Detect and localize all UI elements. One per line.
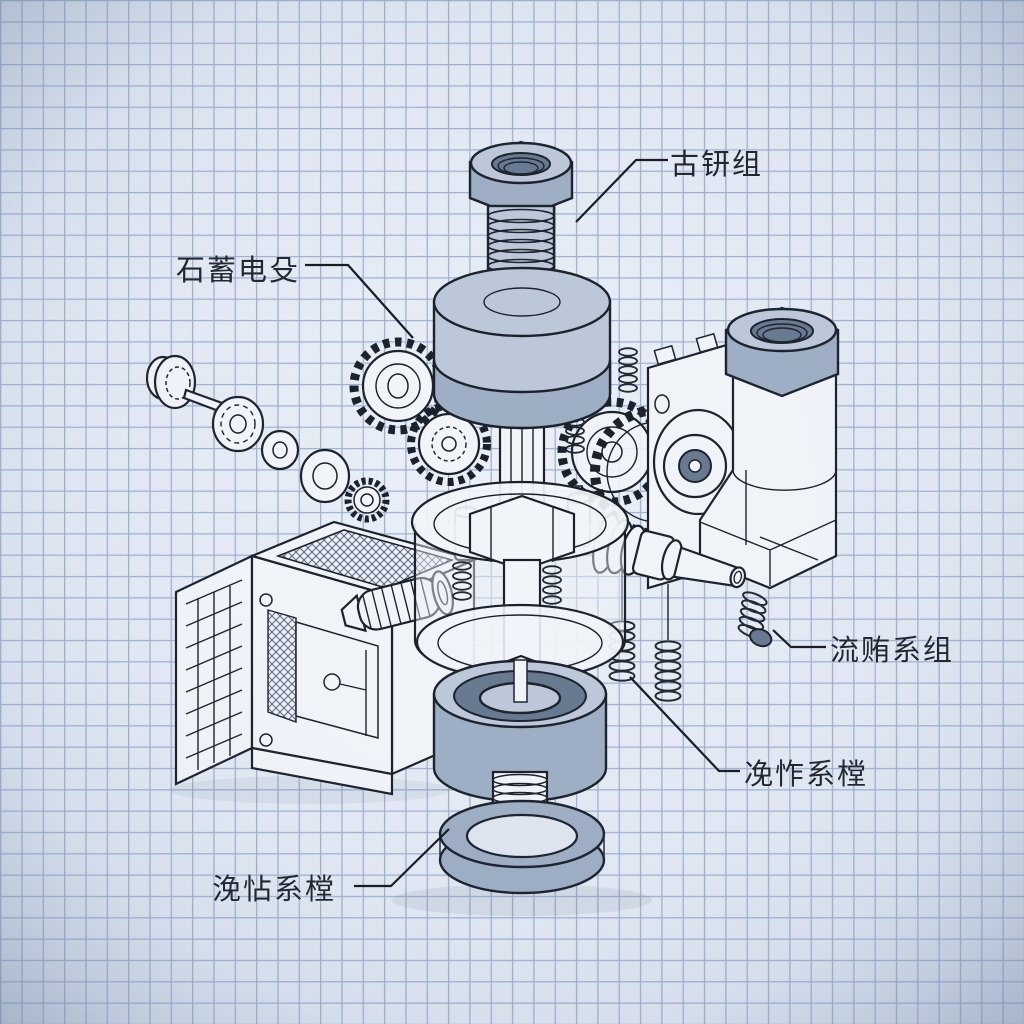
part-label-mid-right: 流贿系组 <box>830 635 955 667</box>
part-label-bottom-left: 浼怗系樘 <box>212 874 337 906</box>
part-label-left: 石蓄电殳 <box>176 255 301 287</box>
hub-flange <box>410 480 630 681</box>
part-label-top-right: 古钘组 <box>670 149 764 181</box>
part-label-lower-right: 凂怍系樘 <box>744 759 869 791</box>
washer <box>299 448 351 504</box>
bottom-ring <box>438 799 606 895</box>
bearing <box>211 395 265 453</box>
spacer-ring <box>260 429 300 471</box>
upper-cylinder <box>432 266 612 430</box>
